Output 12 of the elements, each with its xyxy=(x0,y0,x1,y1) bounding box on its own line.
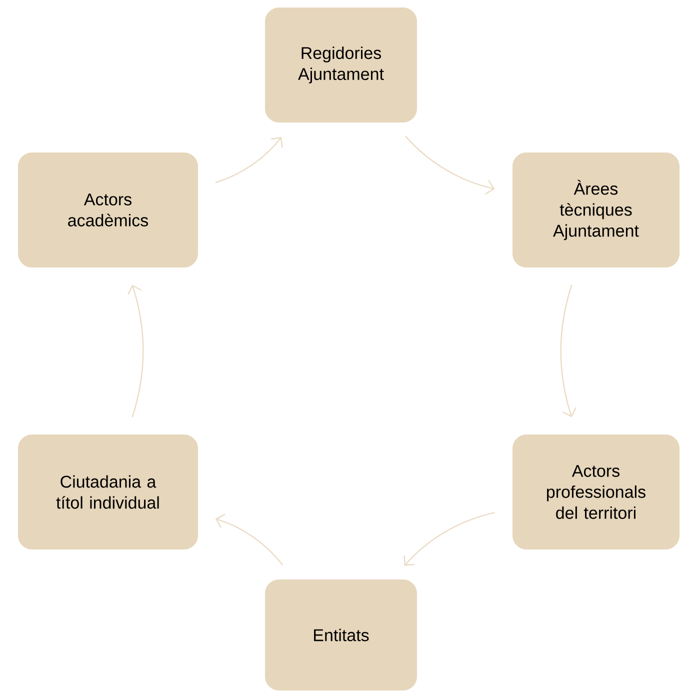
actor-box: Ciutadania a títol individual xyxy=(18,434,198,550)
curved-arrow xyxy=(128,284,144,418)
actor-box: Actors acadèmics xyxy=(18,152,198,268)
curved-arrow xyxy=(215,514,284,566)
curved-arrow xyxy=(405,136,495,195)
actor-box: Actors professionals del territori xyxy=(512,434,680,550)
actor-box: Entitats xyxy=(265,580,417,690)
curved-arrow xyxy=(560,284,576,418)
curved-arrow xyxy=(215,137,283,184)
actor-box: Regidories Ajuntament xyxy=(265,8,417,122)
actor-box: Àrees tècniques Ajuntament xyxy=(512,152,680,268)
curved-arrow xyxy=(404,512,495,566)
